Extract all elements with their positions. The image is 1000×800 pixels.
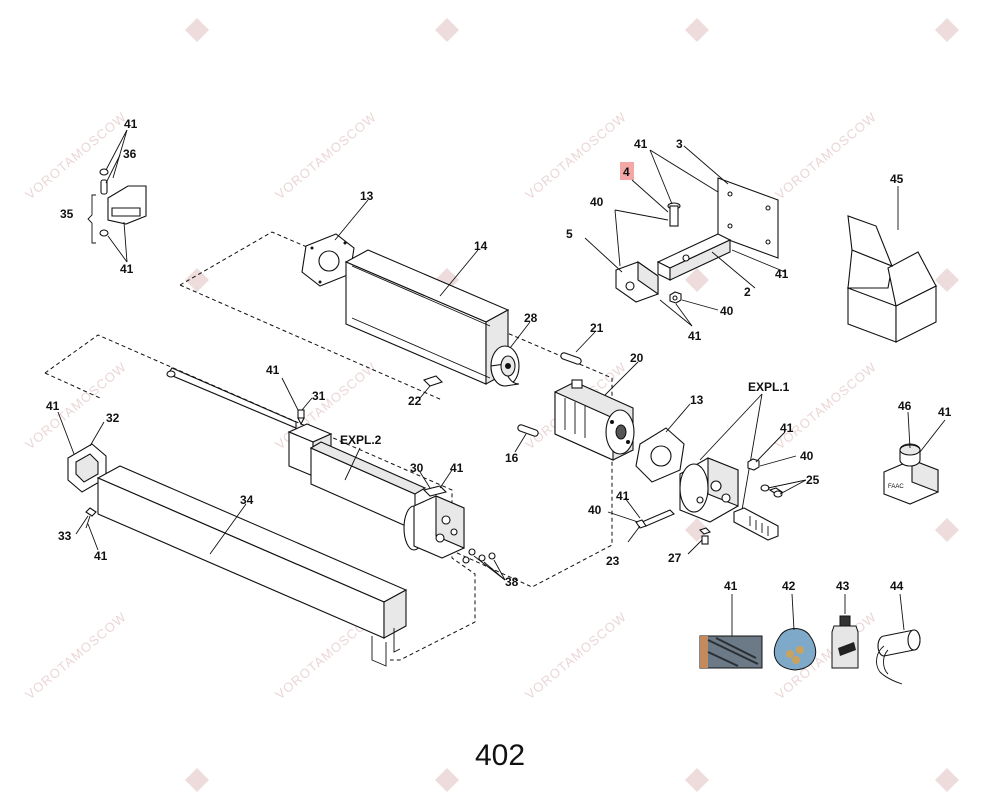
callout-41: 41 xyxy=(124,117,138,131)
callout-41: 41 xyxy=(266,363,280,377)
callout-32: 32 xyxy=(106,411,120,425)
packaging-box-45 xyxy=(846,215,938,343)
valve-block-expl1 xyxy=(679,457,739,523)
callout-2: 2 xyxy=(744,285,751,299)
callout-30: 30 xyxy=(410,461,424,475)
callout-28: 28 xyxy=(524,311,538,325)
callout-3: 3 xyxy=(676,137,683,151)
end-cap-32 xyxy=(67,443,107,493)
callout-43: 43 xyxy=(836,579,850,593)
callout-20: 20 xyxy=(630,351,644,365)
screw-23 xyxy=(635,509,675,529)
watermark-layer: VOROTAMOSCOW VOROTAMOSCOW VOROTAMOSCOW V… xyxy=(22,18,959,792)
callout-41: 41 xyxy=(775,267,789,281)
callout-41: 41 xyxy=(780,421,794,435)
watermark-text: VOROTAMOSCOW xyxy=(772,109,879,202)
plug-27 xyxy=(698,527,712,545)
piston-rod-assembly xyxy=(166,367,427,531)
callout-41: 41 xyxy=(724,579,738,593)
callout-41: 41 xyxy=(46,399,60,413)
filter-30 xyxy=(422,485,448,497)
washer-41-icon xyxy=(99,229,109,237)
callout-45: 45 xyxy=(890,172,904,186)
assembly-envelope-lower xyxy=(44,334,476,661)
callout-25: 25 xyxy=(806,473,820,487)
callout-13: 13 xyxy=(360,189,374,203)
watermark-text: VOROTAMOSCOW xyxy=(522,609,629,702)
callout-22: 22 xyxy=(408,394,422,408)
callout-36: 36 xyxy=(123,147,137,161)
callout-expl1: EXPL.1 xyxy=(748,380,790,394)
callout-4-highlighted: 4 xyxy=(623,165,630,179)
watermark-text: VOROTAMOSCOW xyxy=(22,609,129,702)
callout-21: 21 xyxy=(590,321,604,335)
callout-14: 14 xyxy=(474,239,488,253)
callout-41: 41 xyxy=(94,549,108,563)
pin-4 xyxy=(667,202,681,227)
front-bracket-plate-3 xyxy=(717,177,779,259)
valves-25 xyxy=(760,484,784,498)
callout-40: 40 xyxy=(588,503,602,517)
callout-expl2: EXPL.2 xyxy=(340,433,382,447)
cover-tube-34 xyxy=(96,465,408,667)
rear-bracket-35-icon xyxy=(107,185,147,225)
drawing-number: 402 xyxy=(475,739,525,772)
dowel-16 xyxy=(517,424,539,437)
oil-bottle-43 xyxy=(831,615,859,669)
rear-flange-13 xyxy=(635,427,685,483)
grease-nipple-31 xyxy=(297,409,305,426)
washer-41-icon xyxy=(99,168,109,176)
fork-5 xyxy=(615,260,659,303)
callout-13: 13 xyxy=(690,393,704,407)
callout-35: 35 xyxy=(60,207,74,221)
gasket-kit-41 xyxy=(699,635,763,669)
callout-33: 33 xyxy=(58,529,72,543)
front-flange-13 xyxy=(301,233,355,287)
watermark-logo-icon xyxy=(185,18,959,792)
callout-16: 16 xyxy=(505,451,519,465)
callout-41: 41 xyxy=(616,489,630,503)
callout-23: 23 xyxy=(606,554,620,568)
label-plate-22 xyxy=(422,375,444,387)
pump-assembly xyxy=(403,495,465,559)
highlight-marker xyxy=(620,162,634,180)
watermark-text: VOROTAMOSCOW xyxy=(22,359,129,452)
callout-46: 46 xyxy=(898,399,912,413)
screw-33 xyxy=(85,507,97,529)
release-key-46: FAAC xyxy=(883,443,939,505)
coupling-28 xyxy=(490,345,520,387)
callout-40: 40 xyxy=(590,195,604,209)
callout-27: 27 xyxy=(668,551,682,565)
key-brand-mark: FAAC xyxy=(888,484,904,490)
callout-38: 38 xyxy=(505,575,519,589)
callout-34: 34 xyxy=(240,493,254,507)
callout-41: 41 xyxy=(450,461,464,475)
callout-44: 44 xyxy=(890,579,904,593)
screws-38 xyxy=(462,548,496,564)
callout-41: 41 xyxy=(938,405,952,419)
callout-42: 42 xyxy=(782,579,796,593)
pin-36-icon xyxy=(100,179,108,195)
callout-40: 40 xyxy=(720,304,734,318)
bracket-2 xyxy=(656,233,732,281)
watermark-text: VOROTAMOSCOW xyxy=(522,109,629,202)
callout-31: 31 xyxy=(312,389,326,403)
hardware-bag-42 xyxy=(773,628,817,671)
callout-41: 41 xyxy=(634,137,648,151)
nut-40 xyxy=(669,291,682,304)
capacitor-44 xyxy=(876,629,921,685)
dowel-21 xyxy=(560,352,582,365)
callout-41: 41 xyxy=(688,329,702,343)
callout-5: 5 xyxy=(566,227,573,241)
release-screw-fitting xyxy=(733,507,779,541)
callout-41: 41 xyxy=(120,262,134,276)
rear-bracket-group xyxy=(87,129,147,263)
electric-motor-20 xyxy=(554,379,635,461)
callout-40: 40 xyxy=(800,449,814,463)
watermark-text: VOROTAMOSCOW xyxy=(772,359,879,452)
